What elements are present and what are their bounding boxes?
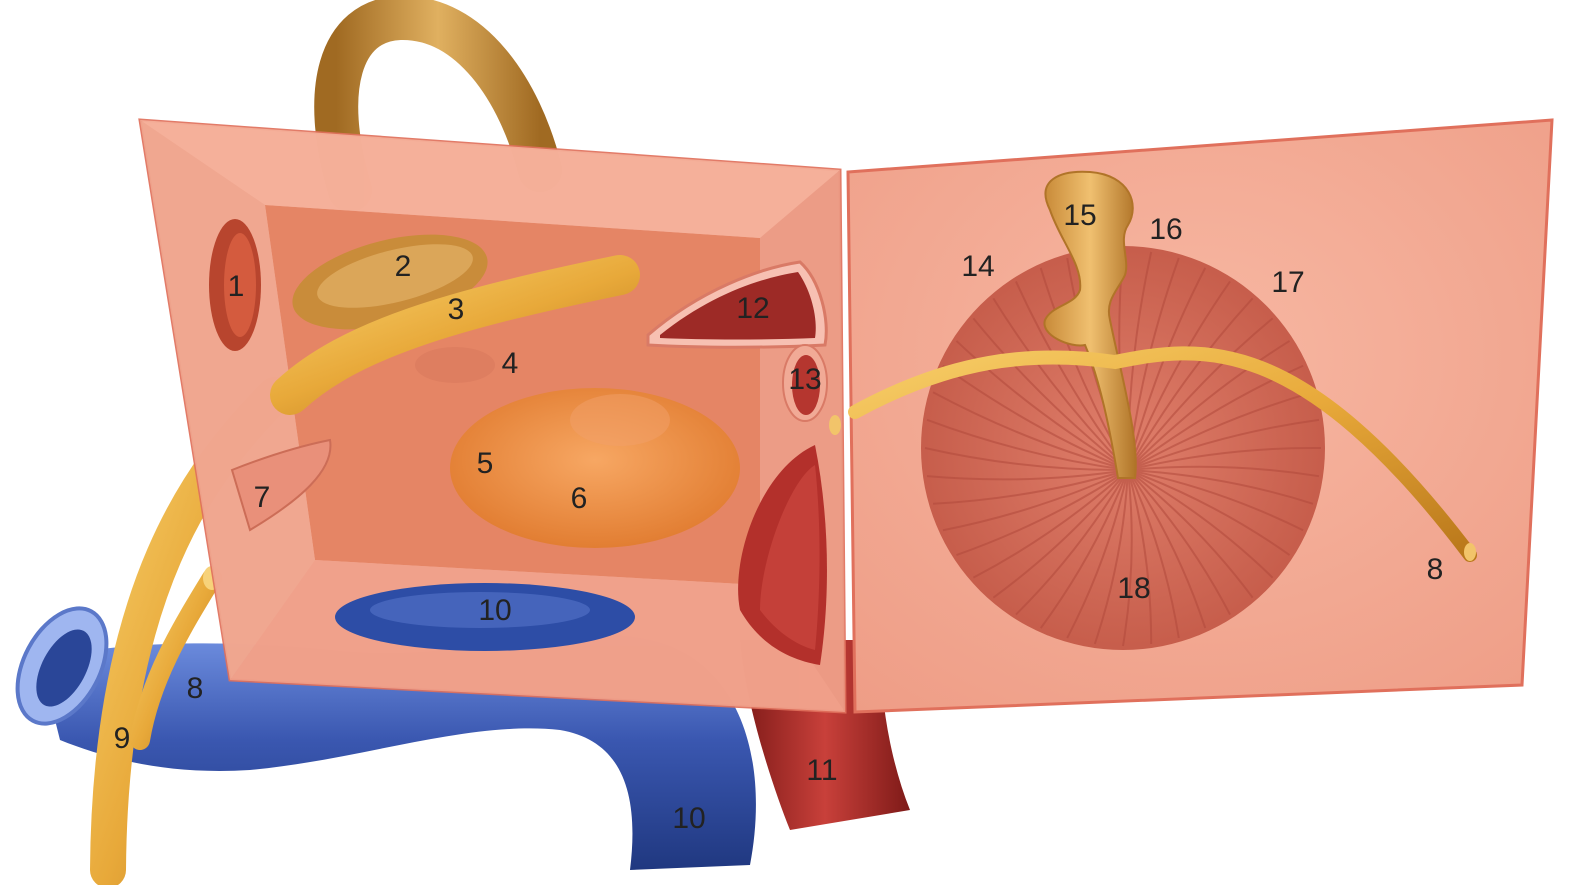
label-6: 6 (571, 482, 588, 515)
label-9: 9 (114, 722, 131, 755)
nerve-stub-hinge (829, 415, 841, 435)
label-1: 1 (228, 270, 245, 303)
label-12: 12 (736, 292, 769, 325)
label-5: 5 (477, 447, 494, 480)
label-13: 13 (788, 363, 821, 396)
label-15: 15 (1063, 199, 1096, 232)
label-8-right: 8 (1427, 553, 1444, 586)
label-7: 7 (254, 481, 271, 514)
label-17: 17 (1271, 266, 1304, 299)
label-16: 16 (1149, 213, 1182, 246)
label-2: 2 (395, 250, 412, 283)
label-14: 14 (961, 250, 994, 283)
label-11: 11 (806, 754, 837, 787)
structure-6-gland (450, 388, 740, 548)
label-18: 18 (1117, 572, 1150, 605)
label-10-lower: 10 (672, 802, 705, 835)
structure-4-shadow (415, 347, 495, 383)
label-10-inner: 10 (478, 594, 511, 627)
label-3: 3 (448, 293, 465, 326)
label-8-left: 8 (187, 672, 204, 705)
label-4: 4 (502, 347, 519, 380)
